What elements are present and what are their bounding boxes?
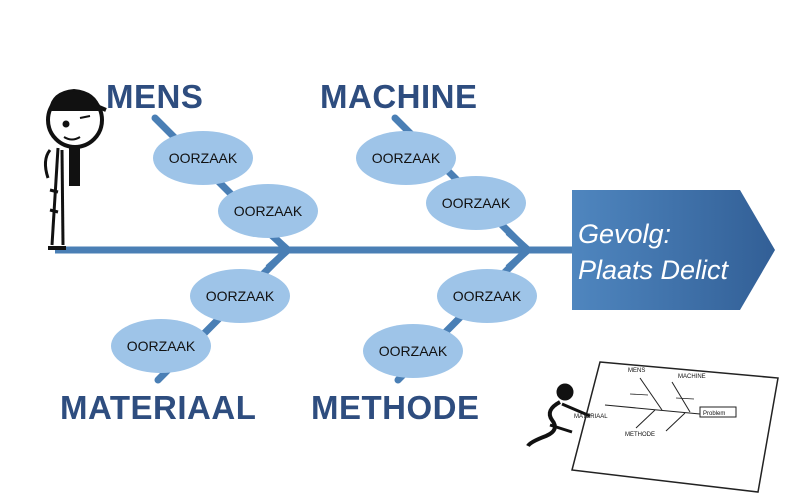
cause-bubble-methode-1: OORZAAK — [437, 269, 537, 323]
cause-label: OORZAAK — [234, 203, 303, 219]
cause-label: OORZAAK — [442, 195, 511, 211]
mini-label-machine: MACHINE — [678, 374, 706, 380]
cause-bubble-materiaal-2: OORZAAK — [111, 319, 211, 373]
cause-bubble-mens-1: OORZAAK — [153, 131, 253, 185]
category-label-machine: MACHINE — [320, 78, 478, 115]
cause-bubble-machine-2: OORZAAK — [426, 176, 526, 230]
spine-chevron-1 — [265, 229, 294, 271]
cause-bubble-mens-2: OORZAAK — [218, 184, 318, 238]
spine-chevron-2 — [505, 229, 534, 271]
category-label-methode: METHODE — [311, 389, 480, 426]
cause-bubble-machine-1: OORZAAK — [356, 131, 456, 185]
effect-label-2: Plaats Delict — [578, 255, 730, 285]
category-label-materiaal: MATERIAAL — [60, 389, 257, 426]
mini-label-methode: METHODE — [625, 432, 655, 438]
cause-bubble-materiaal-1: OORZAAK — [190, 269, 290, 323]
cause-label: OORZAAK — [169, 150, 238, 166]
mini-label-materiaal: MATERIAAL — [574, 414, 608, 420]
effect-label-1: Gevolg: — [578, 219, 671, 249]
detective-illustration — [43, 88, 107, 250]
mini-label-mens: MENS — [628, 368, 645, 374]
mini-detective-figure — [526, 383, 591, 448]
cause-label: OORZAAK — [453, 288, 522, 304]
cause-bubble-methode-2: OORZAAK — [363, 324, 463, 378]
cause-label: OORZAAK — [206, 288, 275, 304]
cause-label: OORZAAK — [379, 343, 448, 359]
cause-label: OORZAAK — [372, 150, 441, 166]
category-label-mens: MENS — [106, 78, 204, 115]
mini-label-problem: Problem — [703, 411, 725, 417]
effect-box: Gevolg: Plaats Delict — [572, 190, 775, 310]
mini-fishbone-illustration: MENS MACHINE MATERIAAL METHODE Problem — [526, 361, 779, 493]
cause-label: OORZAAK — [127, 338, 196, 354]
